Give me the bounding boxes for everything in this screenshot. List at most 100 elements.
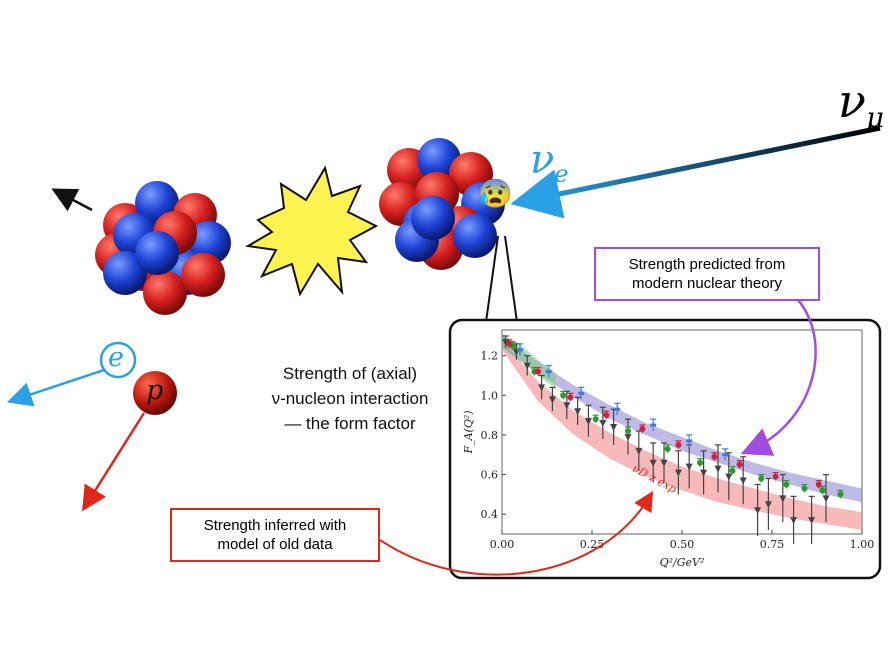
data-point (567, 394, 574, 401)
y-axis-label: F_A(Q²) (462, 410, 475, 454)
left-nucleus (95, 181, 231, 315)
electron-label: e (108, 342, 124, 373)
data-point (772, 473, 779, 480)
data-point (819, 487, 826, 494)
data-point (538, 384, 546, 392)
data-point (822, 495, 830, 503)
data-point (603, 412, 610, 419)
data-point (711, 453, 718, 460)
data-point (614, 407, 621, 411)
neutron-sphere (103, 251, 147, 295)
data-point (523, 362, 531, 370)
data-point (714, 465, 722, 473)
data-point (674, 469, 682, 477)
collision-burst-icon (245, 165, 379, 297)
y-tick-label: 1.2 (481, 350, 499, 363)
data-point (563, 402, 571, 410)
data-point (545, 370, 552, 374)
data-point (837, 491, 844, 498)
proton-ball (133, 371, 177, 415)
data-point (697, 459, 703, 466)
data-point (764, 501, 772, 509)
nu-mu-subscript: μ (865, 101, 884, 135)
x-tick-label: 0.25 (580, 538, 605, 551)
data-point (502, 338, 510, 346)
olddata-callout: Strength inferred with model of old data (170, 508, 380, 562)
chart-plot-area (501, 329, 863, 535)
zoom-connector-left (485, 235, 499, 323)
neutron-sphere (135, 231, 179, 275)
theory-callout-arrow (740, 291, 817, 456)
description-line-2: ν-nucleon interaction (271, 389, 429, 408)
recoil-arrow (51, 188, 93, 212)
data-point (700, 469, 708, 477)
x-tick-label: 0.75 (760, 538, 785, 551)
y-tick-label: 1.0 (481, 389, 499, 402)
zoom-connector-right (504, 235, 518, 323)
description-line-1: Strength of (axial) (282, 364, 418, 383)
data-point (722, 453, 729, 457)
theory-callout: Strength predicted from modern nuclear t… (594, 247, 820, 301)
data-point (639, 426, 646, 433)
proton-sphere (143, 271, 187, 315)
data-point (599, 420, 607, 428)
data-point (624, 433, 632, 441)
data-point (736, 461, 743, 468)
data-point (610, 424, 618, 432)
data-point (664, 445, 671, 452)
neutron-sphere (411, 196, 455, 240)
neutron-sphere (453, 214, 497, 258)
data-point (649, 459, 657, 467)
data-point (801, 485, 808, 492)
data-point (560, 392, 567, 399)
data-point (783, 481, 790, 488)
data-point (758, 475, 765, 482)
theory-callout-line-1: Strength predicted from (628, 256, 786, 273)
x-tick-label: 0.00 (490, 538, 515, 551)
data-point (625, 428, 631, 435)
x-axis-label: Q²/GeV² (660, 556, 705, 569)
data-point (592, 416, 599, 423)
data-point (517, 348, 523, 352)
form-factor-description: Strength of (axial) ν-nucleon interactio… (250, 361, 450, 436)
data-point (790, 517, 798, 525)
data-point (635, 447, 643, 455)
right-nucleus (379, 138, 505, 270)
data-point (535, 368, 541, 375)
nu-mu-label: νμ (838, 78, 884, 141)
neutrino-beam (510, 125, 881, 219)
data-point (506, 340, 513, 347)
olddata-callout-line-1: Strength inferred with (203, 517, 347, 534)
data-point (725, 473, 733, 481)
nu-e-symbol: ν (530, 137, 555, 183)
data-point (779, 495, 787, 503)
nu-e-label: νe (530, 140, 569, 194)
x-tick-label: 1.00 (850, 538, 875, 551)
y-tick-label: 0.4 (481, 508, 499, 521)
proton-sphere (181, 253, 225, 297)
data-point (729, 467, 736, 474)
nu-e-subscript: e (554, 160, 569, 188)
data-point (754, 507, 762, 515)
data-point (675, 441, 682, 448)
anxious-face-icon: 😰 (478, 178, 513, 209)
data-point (815, 481, 822, 488)
x-tick-label: 0.50 (670, 538, 695, 551)
data-point (739, 477, 747, 485)
proton-label: p (146, 375, 164, 406)
y-tick-label: 0.8 (481, 429, 499, 442)
olddata-callout-arrow (379, 490, 654, 576)
data-point (548, 396, 556, 404)
data-point (578, 391, 585, 395)
nu-mu-symbol: ν (838, 74, 866, 128)
data-point (660, 459, 668, 467)
data-point (584, 418, 592, 426)
proton-arrow (82, 412, 146, 512)
olddata-callout-line-2: model of old data (217, 536, 333, 553)
electron-arrow (6, 368, 105, 407)
description-line-3: — the form factor (284, 414, 416, 433)
data-point (685, 463, 693, 471)
theory-callout-line-2: modern nuclear theory (631, 275, 783, 292)
